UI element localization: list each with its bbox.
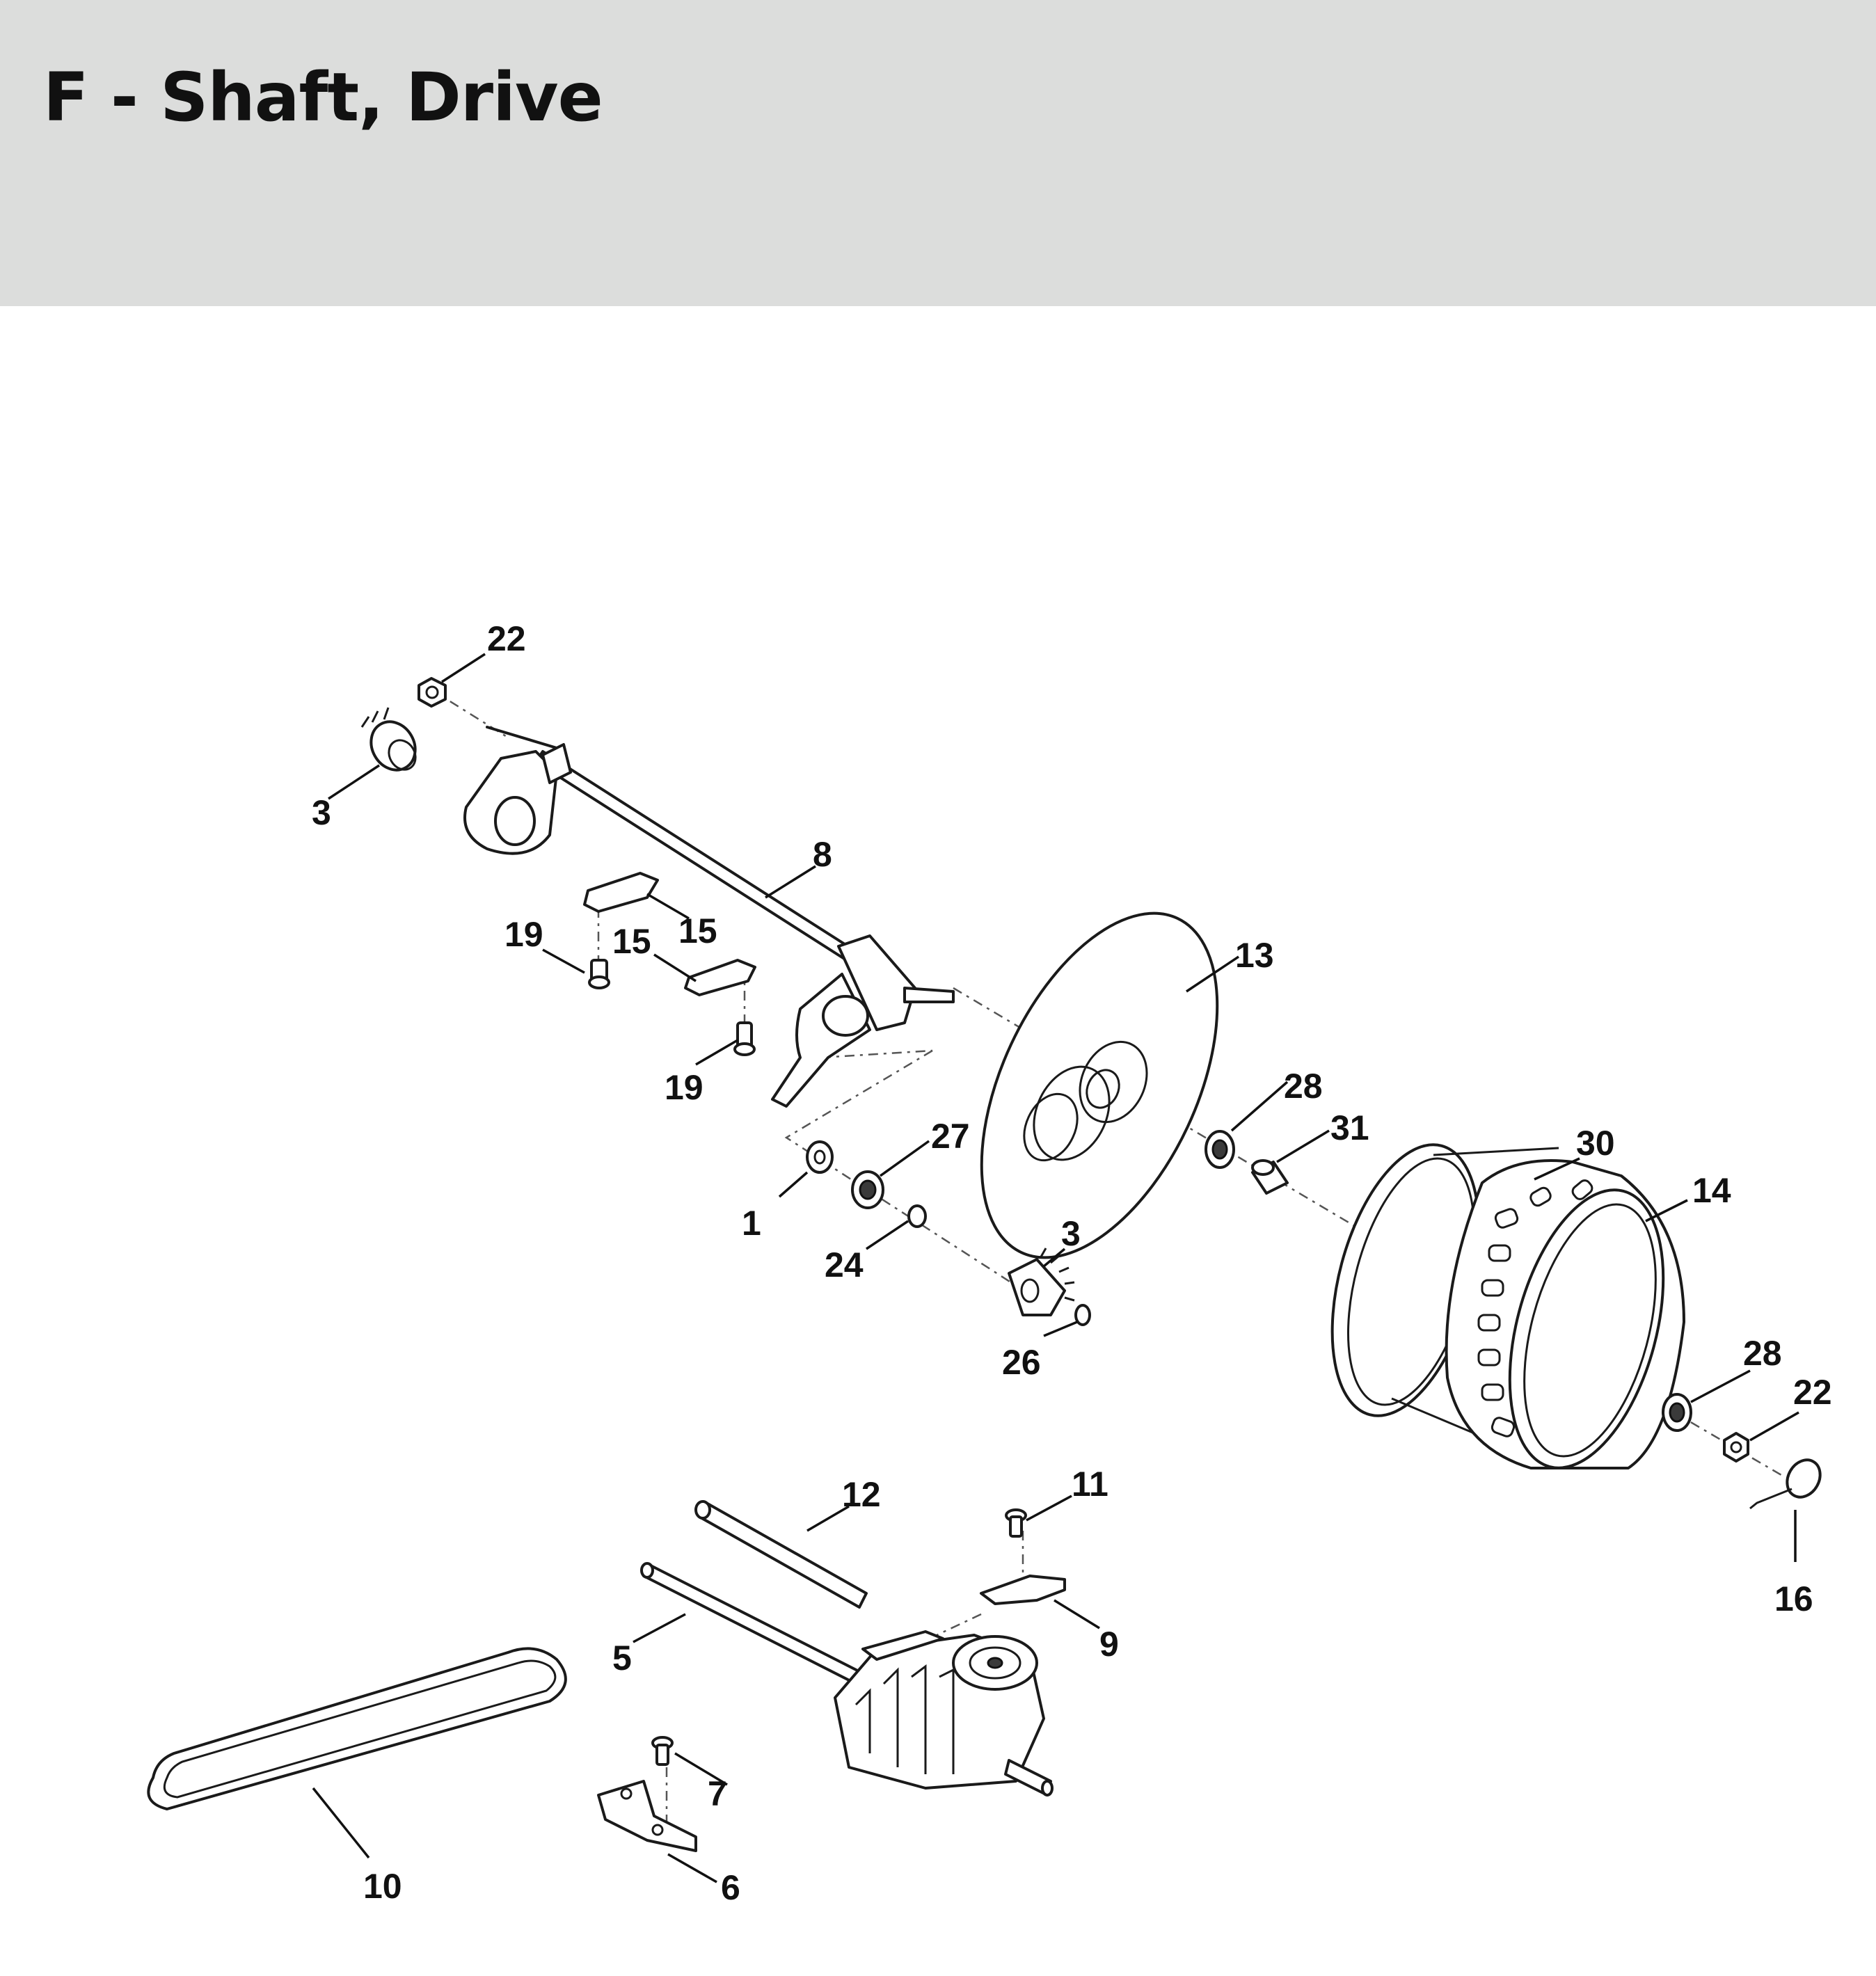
callout-27: 27 [931, 1117, 970, 1156]
part-16-cap [1749, 1458, 1822, 1510]
callout-11: 11 [1072, 1465, 1108, 1504]
callout-5: 5 [612, 1639, 632, 1678]
tire-tread-pattern [1477, 1179, 1593, 1437]
part-26-circlip [1074, 1304, 1091, 1326]
callout-leader-lines [312, 653, 1799, 1883]
part-24-ring [907, 1204, 927, 1228]
header-band: F - Shaft, Drive [0, 0, 1876, 306]
callout-30: 30 [1576, 1124, 1615, 1163]
callout-19-lower: 19 [665, 1068, 704, 1107]
part-28-bearing-lower [1662, 1393, 1692, 1432]
part-3-pinion-upper [360, 707, 417, 772]
callout-15-left: 15 [612, 922, 651, 961]
callout-3-upper: 3 [312, 793, 331, 832]
part-11-screw [1005, 1508, 1027, 1538]
part-22-nut-lower [1723, 1432, 1749, 1463]
part-15-clip-b [684, 959, 756, 996]
callout-3-lower: 3 [1061, 1214, 1081, 1253]
callout-24: 24 [825, 1245, 864, 1284]
callout-13: 13 [1235, 936, 1274, 975]
callout-16: 16 [1774, 1579, 1813, 1618]
callout-22-top: 22 [487, 619, 526, 658]
part-8-axle-shaft [463, 726, 955, 1108]
part-28-bearing-upper [1205, 1130, 1235, 1169]
callout-22-lower: 22 [1793, 1373, 1832, 1412]
callout-8: 8 [813, 835, 832, 874]
part-3-pinion-lower [1008, 1248, 1075, 1316]
part-19-screw-a [588, 959, 610, 989]
part-12-rod [694, 1500, 868, 1609]
callout-12: 12 [842, 1475, 881, 1514]
part-22-nut-top [418, 677, 447, 708]
callout-labels: 22 3 8 19 15 15 19 13 28 31 27 1 24 3 26… [312, 619, 1832, 1907]
callout-6: 6 [721, 1868, 740, 1907]
part-7-screw [651, 1736, 674, 1766]
callout-14: 14 [1692, 1171, 1731, 1210]
part-27-bearing [851, 1170, 884, 1209]
part-31-spacer [1251, 1159, 1289, 1195]
page-title: F - Shaft, Drive [43, 58, 603, 136]
part-19-screw-b [733, 1021, 756, 1056]
part-1-washer [806, 1140, 834, 1174]
callout-31: 31 [1330, 1108, 1369, 1147]
part-6-mounting-bracket [597, 1780, 697, 1852]
callout-10: 10 [363, 1867, 402, 1906]
callout-19-left: 19 [504, 915, 543, 954]
callout-9: 9 [1099, 1625, 1119, 1664]
part-10-v-belt [147, 1647, 567, 1810]
part-15-clip-a [583, 872, 659, 913]
callout-28-upper: 28 [1284, 1067, 1323, 1106]
callout-26: 26 [1002, 1343, 1041, 1382]
callout-15-right: 15 [678, 911, 717, 950]
part-14-tire [1445, 1159, 1685, 1469]
part-13-wheel-disc [980, 911, 1219, 1259]
gearbox-transmission [834, 1630, 1054, 1796]
callout-1: 1 [742, 1204, 761, 1243]
callout-28-lower: 28 [1743, 1334, 1782, 1373]
part-9-bracket [980, 1575, 1066, 1605]
callout-7: 7 [708, 1774, 727, 1813]
